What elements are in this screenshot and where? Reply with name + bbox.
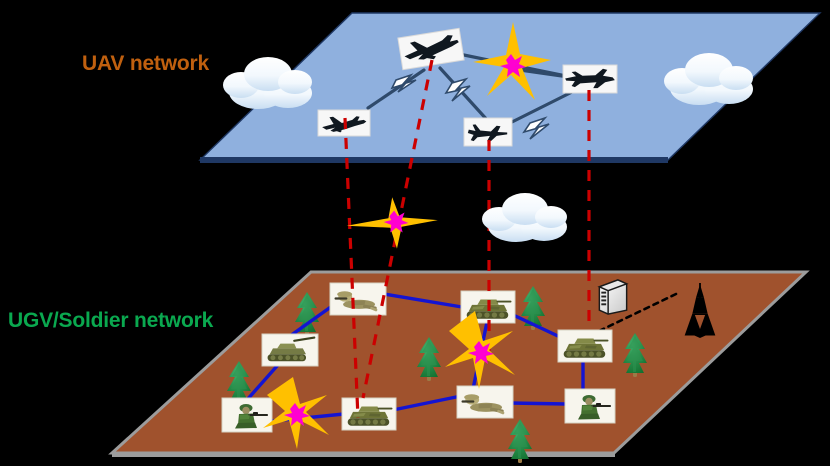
cross-link-1 <box>343 117 360 419</box>
jammer-interlayer[interactable] <box>346 197 438 249</box>
uav-link-lead-airliner <box>366 68 426 110</box>
lightning-glyph-2 <box>444 77 471 102</box>
ugv-soldier-kneel-left[interactable] <box>221 397 273 433</box>
ugv-tank-howitzer-left[interactable] <box>261 333 319 367</box>
jammer-uav-layer[interactable] <box>473 22 551 100</box>
uav-link-burst-group <box>390 73 550 140</box>
glink-soldiertop-tankcenter <box>376 291 464 309</box>
glink-tankcenter-tankright <box>507 311 562 339</box>
jammer-group <box>263 22 551 449</box>
jammer-core <box>500 54 526 77</box>
uav-plane-front-edge <box>200 157 668 163</box>
uav-lead-center[interactable] <box>397 27 465 71</box>
lightning-glyph-3 <box>522 116 550 140</box>
cross-link-2 <box>361 59 434 399</box>
cloud-group <box>223 53 753 242</box>
ugv-tank-lower-left[interactable] <box>341 397 397 431</box>
uav-link-fighter-bomber <box>506 90 574 126</box>
ugv-tank-right[interactable] <box>557 329 613 363</box>
jammer-core <box>284 403 310 426</box>
glink-tanklow-soldiermid <box>391 394 463 412</box>
cloud-left <box>223 57 312 109</box>
ground-plane-front-edge <box>112 452 615 457</box>
uav-link-lead-fighter <box>438 66 491 124</box>
jammer-ground-right[interactable] <box>445 311 515 389</box>
uav-bomber-right[interactable] <box>562 64 618 94</box>
uav-network-label: UAV network <box>82 52 209 75</box>
cloud-right <box>664 53 753 105</box>
ugv-soldier-prone-mid[interactable] <box>456 385 514 419</box>
lightning-glyph-1 <box>390 73 417 93</box>
ugv-soldier-prone-top[interactable] <box>329 282 387 316</box>
ugv-soldier-kneel-right[interactable] <box>564 388 616 424</box>
jammer-core <box>468 341 494 364</box>
server-icon[interactable] <box>598 279 628 315</box>
jammer-ground-left[interactable] <box>263 377 329 449</box>
ugv-network-label: UGV/Soldier network <box>8 309 214 332</box>
cross-layer-link-group <box>343 59 591 419</box>
glink-howitzer-soldierkneel <box>244 364 279 403</box>
jammer-core <box>383 210 409 233</box>
backhaul-link-antenna-tank <box>595 292 678 334</box>
cloud-middle <box>482 193 567 242</box>
ground-node-group <box>221 282 616 433</box>
glink-soldiermid-soldierkr <box>508 401 568 406</box>
